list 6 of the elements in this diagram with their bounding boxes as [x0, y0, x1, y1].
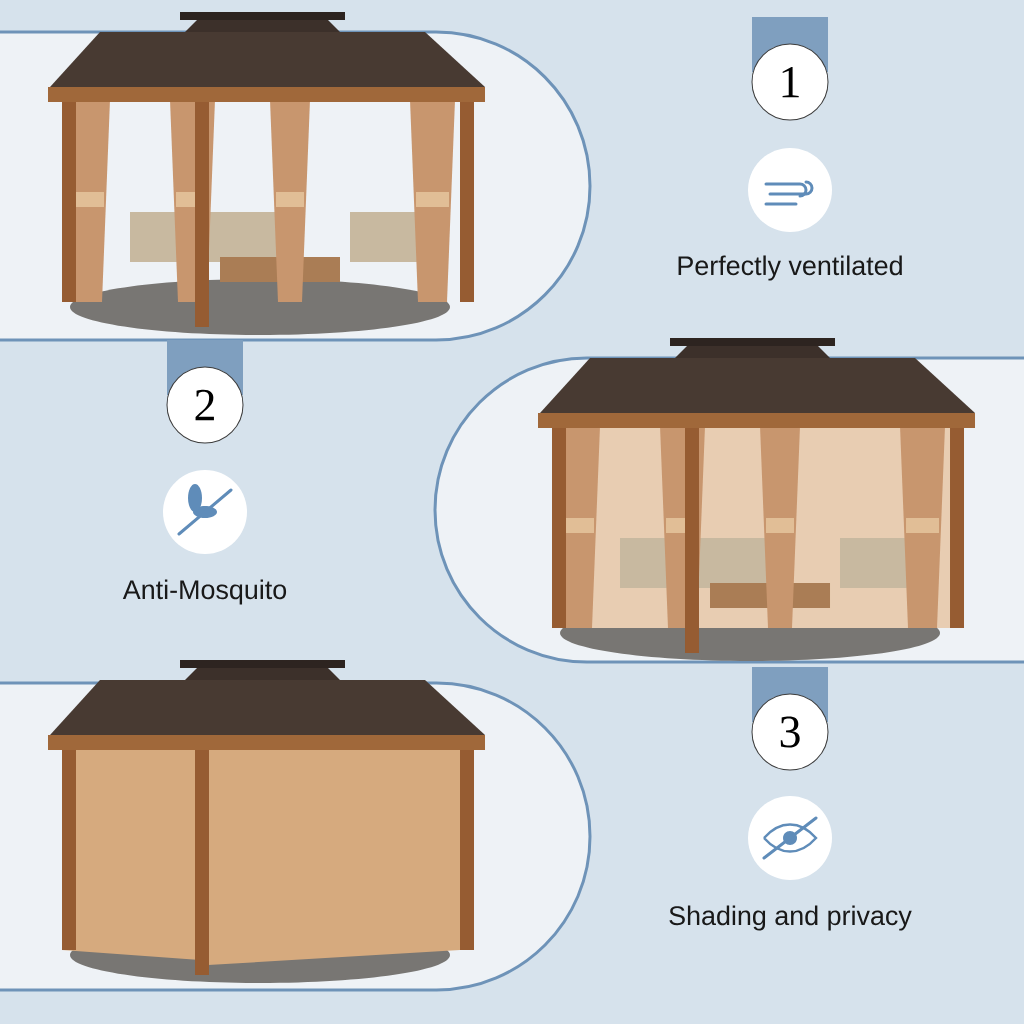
gazebo-photo-panel: [0, 660, 592, 992]
feature-caption: Anti-Mosquito: [122, 579, 287, 605]
gazebo-photo-panel: [433, 338, 1024, 664]
feature-caption: Shading and privacy: [669, 905, 912, 931]
gazebo-photo-panel: [0, 12, 592, 342]
feature-caption: Perfectly ventilated: [678, 255, 902, 281]
